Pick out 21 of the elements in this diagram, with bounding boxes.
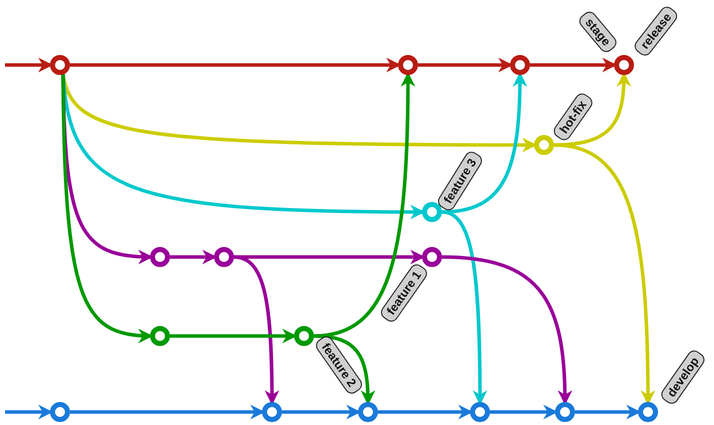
arrow bbox=[314, 334, 376, 405]
arrow bbox=[554, 72, 632, 147]
arrow bbox=[5, 58, 53, 72]
arrow bbox=[170, 328, 297, 344]
arrow bbox=[282, 404, 361, 420]
arrow bbox=[575, 404, 641, 420]
arrow bbox=[490, 404, 558, 420]
arrow bbox=[530, 58, 617, 72]
arrow bbox=[5, 404, 53, 420]
arrow bbox=[170, 250, 217, 264]
arrow bbox=[61, 74, 153, 343]
arrow bbox=[554, 143, 656, 405]
arrow bbox=[442, 255, 572, 405]
arrow bbox=[70, 404, 265, 420]
arrow bbox=[234, 255, 280, 405]
arrow bbox=[442, 210, 488, 405]
arrow bbox=[378, 404, 473, 420]
arrow bbox=[442, 72, 528, 214]
arrow bbox=[314, 72, 416, 338]
arrow bbox=[70, 58, 401, 72]
arrow bbox=[418, 58, 513, 72]
